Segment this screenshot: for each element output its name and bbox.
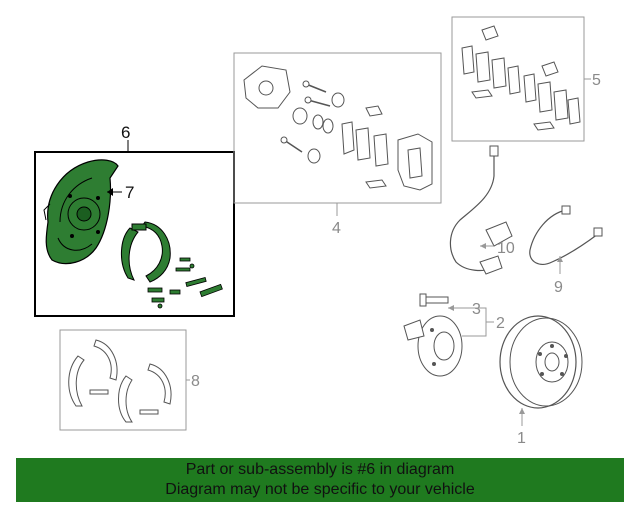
callout-10[interactable]: 10 [480, 240, 515, 257]
wheel-hub[interactable] [403, 315, 463, 377]
hub-bolt[interactable] [419, 293, 449, 307]
callout-10-label: 10 [497, 240, 515, 257]
group-5-box[interactable] [451, 16, 585, 142]
callout-2[interactable]: 2 [462, 307, 505, 337]
callout-9[interactable]: 9 [554, 256, 563, 296]
callout-4-label: 4 [332, 220, 341, 237]
callout-5-label: 5 [592, 72, 601, 89]
callout-2-label: 2 [496, 315, 505, 332]
callout-9-label: 9 [554, 279, 563, 296]
callout-5[interactable]: 5 [584, 72, 601, 89]
group-8-box[interactable] [59, 329, 187, 431]
banner-line-1: Part or sub-assembly is #6 in diagram [185, 461, 455, 478]
callout-6[interactable]: 6 [121, 123, 130, 152]
callout-1[interactable]: 1 [517, 408, 526, 447]
callout-4[interactable]: 4 [332, 203, 341, 237]
callout-7[interactable]: 7 [107, 183, 134, 202]
abs-sensor[interactable] [449, 145, 513, 275]
callout-3[interactable]: 3 [448, 301, 481, 318]
callout-7-label: 7 [125, 183, 134, 202]
callout-6-label: 6 [121, 123, 130, 142]
shoe-hardware[interactable] [147, 257, 223, 309]
group-4-box[interactable] [233, 52, 442, 204]
brake-hose[interactable] [529, 205, 603, 265]
banner-line-2: Diagram may not be specific to your vehi… [165, 481, 475, 498]
info-banner: Part or sub-assembly is #6 in diagram Di… [16, 458, 624, 502]
brake-rotor[interactable] [499, 315, 583, 409]
parts-diagram: 6 7 [34, 16, 603, 447]
callout-3-label: 3 [472, 301, 481, 318]
backing-plate[interactable] [43, 159, 119, 265]
callout-8-label: 8 [191, 373, 200, 390]
parking-brake-shoes[interactable] [121, 221, 171, 283]
callout-8[interactable]: 8 [186, 373, 200, 390]
callout-1-label: 1 [517, 430, 526, 447]
